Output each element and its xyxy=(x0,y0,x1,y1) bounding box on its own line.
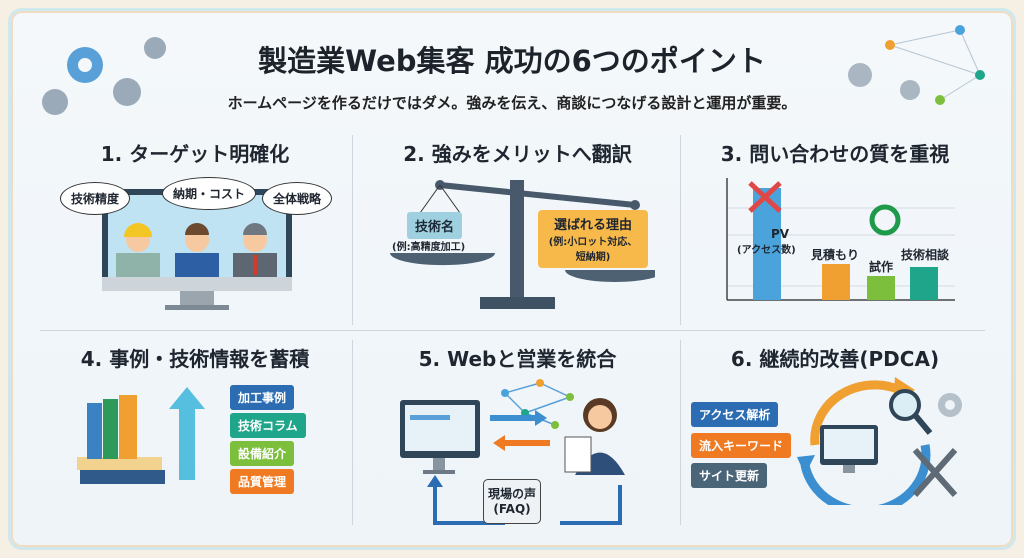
point-heading: 4. 事例・技術情報を蓄積 xyxy=(80,347,310,371)
circle-mark-icon xyxy=(869,204,901,236)
point-2-translate-strengths: 2. 強みをメリットへ翻訳 技術名 (例:高精度加工) 選ばれる理由 (例:小ロ… xyxy=(355,130,680,325)
web-sales-illustration xyxy=(400,379,625,525)
page-title: 製造業Web集客 成功の6つのポイント xyxy=(258,44,766,78)
bar-estimate xyxy=(822,264,850,300)
technology-name-label: 技術名 xyxy=(407,212,463,239)
bar-label-pv: PV xyxy=(771,227,790,241)
point-heading: 2. 強みをメリットへ翻訳 xyxy=(403,142,632,166)
reason-example: (例:小ロット対応、 xyxy=(548,237,638,248)
tag-equipment: 設備紹介 xyxy=(230,441,295,466)
point-heading: 3. 問い合わせの質を重視 xyxy=(720,142,950,166)
point-4-accumulate-cases: 4. 事例・技術情報を蓄積 加工事例 技術コラム 設備紹介 品質管理 xyxy=(40,335,350,530)
feedback-faq: (FAQ) xyxy=(493,502,531,516)
bar-chart-illustration xyxy=(726,178,955,301)
feedback-label: 現場の声 xyxy=(487,487,536,501)
reason-box: 選ばれる理由 (例:小ロット対応、 短納期) xyxy=(538,210,648,268)
reason-label: 選ばれる理由 xyxy=(553,218,632,233)
point-heading: 6. 継続的改善(PDCA) xyxy=(730,347,940,371)
point-heading: 5. Webと営業を統合 xyxy=(418,347,617,371)
tag-access-analysis: アクセス解析 xyxy=(691,402,779,427)
bar-consultation xyxy=(910,267,938,300)
point-heading: 1. ターゲット明確化 xyxy=(100,142,290,166)
tag-case-studies: 加工事例 xyxy=(230,385,295,410)
tag-tech-column: 技術コラム xyxy=(230,413,306,438)
bar-label-estimate: 見積もり xyxy=(811,248,860,262)
tag-inflow-keywords: 流入キーワード xyxy=(691,433,792,458)
balance-scale-illustration xyxy=(390,180,655,309)
bar-label-prototype: 試作 xyxy=(869,260,894,274)
bar-label-consultation: 技術相談 xyxy=(901,248,950,262)
speech-bubble: 全体戦略 xyxy=(262,182,333,215)
feedback-box: 現場の声 (FAQ) xyxy=(483,479,541,524)
tag-quality: 品質管理 xyxy=(230,469,295,494)
point-5-web-sales: 5. Webと営業を統合 現場の声 (FAQ) xyxy=(355,335,680,530)
technology-example: (例:高精度加工) xyxy=(392,242,466,253)
point-6-pdca: 6. 継続的改善(PDCA) アクセス解析 流入キーワード サイト更新 xyxy=(685,335,985,530)
point-1-target: 1. ターゲット明確化 技術精度 納期・コスト 全体戦略 xyxy=(40,130,350,325)
point-3-inquiry-quality: 3. 問い合わせの質を重視 PV (アクセス数) 見積もり 試作 技術相談 xyxy=(685,130,985,325)
cross-mark-icon xyxy=(748,181,782,213)
tag-site-update: サイト更新 xyxy=(691,463,768,488)
speech-bubble: 納期・コスト xyxy=(162,177,257,210)
page-subtitle: ホームページを作るだけではダメ。強みを伝え、商談につなげる設計と運用が重要。 xyxy=(227,94,797,112)
network-icon xyxy=(848,25,985,105)
gear-icons xyxy=(42,37,166,115)
bar-prototype xyxy=(867,276,895,300)
reason-example-cont: 短納期) xyxy=(575,252,611,263)
pdca-cycle-illustration xyxy=(797,377,962,505)
bar-note-pv: (アクセス数) xyxy=(737,245,796,256)
speech-bubble: 技術精度 xyxy=(60,182,131,215)
books-and-arrow-illustration xyxy=(77,387,205,484)
